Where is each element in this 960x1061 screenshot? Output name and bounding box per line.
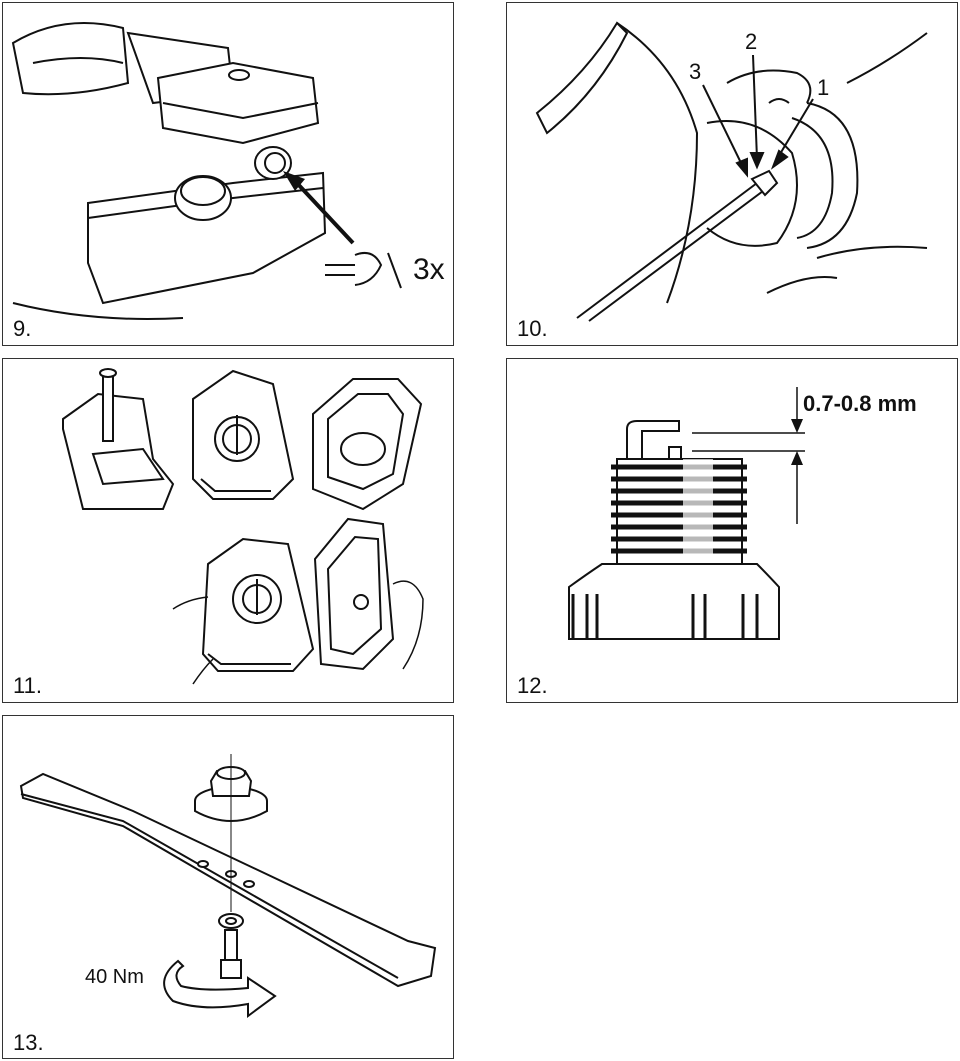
step-number-12: 12. bbox=[517, 673, 548, 698]
torque-arrow bbox=[163, 959, 277, 1018]
press-finger-icon bbox=[325, 252, 402, 289]
step-9-primer-panel: 3x 9. bbox=[2, 2, 454, 346]
callout-2: 2 bbox=[745, 29, 758, 54]
step-number-10: 10. bbox=[517, 316, 548, 341]
callout-1: 1 bbox=[817, 75, 830, 100]
spark-cable-illustration bbox=[535, 21, 928, 322]
step-10-spark-cable-panel: 1 2 3 10. bbox=[506, 2, 958, 346]
gap-measurement-label: 0.7-0.8 mm bbox=[803, 391, 917, 416]
step-12-spark-gap-panel: 0.7-0.8 mm 12. bbox=[506, 358, 958, 703]
hands-illustration bbox=[172, 580, 424, 685]
callout-3: 3 bbox=[689, 59, 702, 84]
step-number-11: 11. bbox=[13, 673, 42, 698]
repeat-count-label: 3x bbox=[413, 253, 445, 286]
air-filter-illustration bbox=[62, 368, 424, 685]
step-number-9: 9. bbox=[13, 316, 32, 341]
step-number-13: 13. bbox=[13, 1030, 44, 1055]
step-13-blade-panel: 40 Nm 13. bbox=[2, 715, 454, 1059]
blade-assembly-illustration bbox=[19, 754, 437, 1018]
primer-engine-illustration bbox=[11, 22, 402, 320]
primer-arrow bbox=[293, 179, 355, 245]
step-11-air-filter-panel: 11. bbox=[2, 358, 454, 703]
gap-dimension-lines bbox=[692, 387, 805, 524]
torque-value-label: 40 Nm bbox=[85, 966, 144, 988]
spark-plug-illustration bbox=[568, 387, 805, 640]
